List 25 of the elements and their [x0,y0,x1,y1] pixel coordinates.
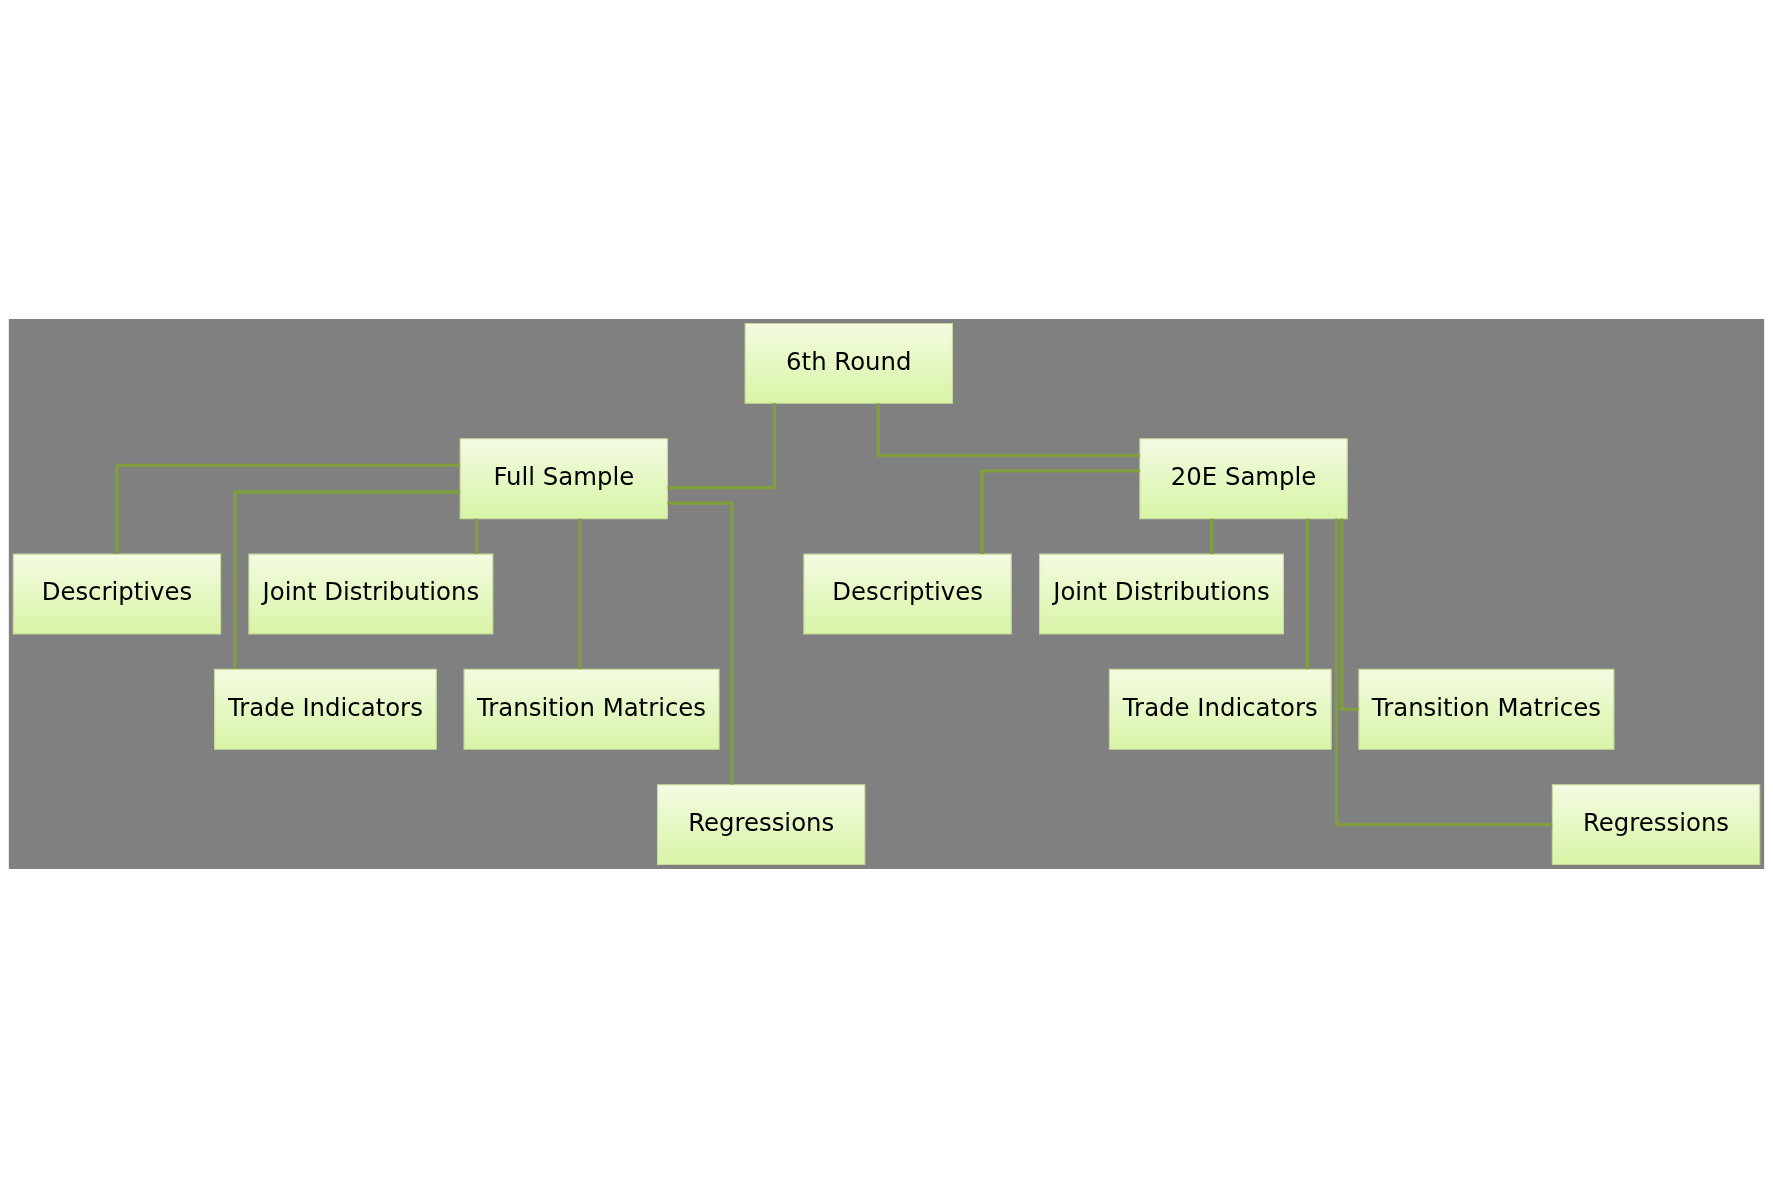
node-box: Full Sample [459,437,669,519]
connector [578,518,582,669]
node-box: Transition Matrices [1358,668,1615,750]
node-box: Joint Distributions [1038,553,1285,634]
node-box: Descriptives [803,553,1012,634]
connector [474,518,479,554]
node-box: Trade Indicators [213,668,437,750]
connector [1334,518,1553,826]
node-box: Regressions [656,783,866,865]
node-box: 6th Round [744,322,954,404]
connector [1305,518,1309,669]
connector [667,500,734,785]
node-box: Descriptives [12,553,222,634]
node-box: Trade Indicators [1108,668,1332,750]
node-box: 20E Sample [1139,437,1348,519]
connector [980,468,1140,554]
connector [115,463,460,554]
connector [667,402,777,489]
connector [876,402,1140,457]
connector [233,489,460,669]
connector [1340,518,1359,711]
node-box: Transition Matrices [463,668,720,750]
connector [1210,518,1214,554]
node-box: Regressions [1551,783,1761,865]
node-box: Joint Distributions [248,553,494,634]
